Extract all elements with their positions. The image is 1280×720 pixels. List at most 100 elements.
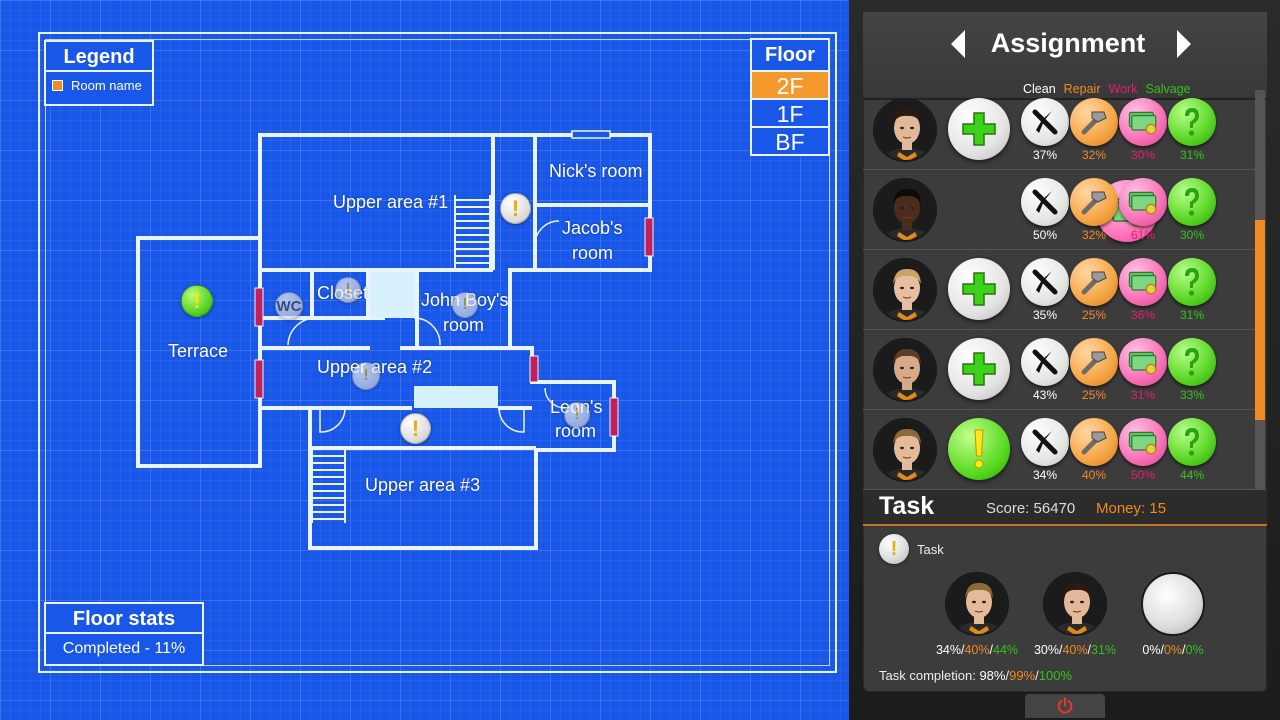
- category-work: Work: [1108, 82, 1138, 96]
- blueprint-map: Terrace Upper area #1 Nick's room Jacob'…: [0, 0, 849, 720]
- cleaned-marker-wc[interactable]: WC: [275, 292, 303, 320]
- floor-stats-box: Floor stats Completed - 11%: [44, 602, 204, 666]
- assign-plus-button[interactable]: [948, 338, 1010, 400]
- broom-icon: [1032, 429, 1058, 455]
- clean-skill-button[interactable]: [1021, 178, 1069, 226]
- work-skill-button[interactable]: [1119, 98, 1167, 146]
- marker-upper-area-2[interactable]: !: [352, 362, 380, 390]
- repair-skill-button[interactable]: [1070, 258, 1118, 306]
- task-assigned-button[interactable]: [948, 418, 1010, 480]
- work-skill-button[interactable]: [1119, 178, 1167, 226]
- question-icon: [1185, 188, 1199, 216]
- slot-clean-percent: 30%: [1033, 643, 1059, 657]
- clean-skill-button[interactable]: [1021, 98, 1069, 146]
- scrollbar-thumb[interactable]: [1255, 220, 1265, 420]
- category-clean: Clean: [1023, 82, 1056, 96]
- floor-button-2f[interactable]: 2F: [752, 70, 828, 99]
- money-display: Money: 15: [1096, 500, 1167, 517]
- money-icon: [1128, 111, 1157, 135]
- door-johnboy: [413, 317, 441, 346]
- assign-plus-button[interactable]: [948, 258, 1010, 320]
- salvage-skill-button[interactable]: [1168, 258, 1216, 306]
- task-marker-upper-area-3[interactable]: !: [400, 413, 431, 444]
- door-red-terrace-bottom: [254, 359, 264, 399]
- task-marker-icon: !: [879, 534, 909, 564]
- character-row: 35%25%36%31%: [863, 250, 1255, 330]
- floor-title: Floor: [765, 44, 815, 66]
- task-slot-character[interactable]: [945, 572, 1009, 636]
- work-skill-button[interactable]: [1119, 418, 1167, 466]
- room-label-jacobs-room-line2: room: [572, 243, 614, 263]
- category-salvage: Salvage: [1145, 82, 1191, 96]
- slot-salvage-percent: 31%: [1091, 643, 1117, 657]
- next-arrow-icon[interactable]: [1177, 30, 1191, 58]
- clean-skill-button[interactable]: [1021, 258, 1069, 306]
- money-icon: [1128, 431, 1157, 455]
- money-icon: [1128, 191, 1157, 215]
- room-label-upper-area-3: Upper area #3: [365, 475, 481, 495]
- character-avatar[interactable]: [873, 338, 937, 402]
- broom-icon: [1032, 109, 1058, 135]
- floor-button-bf[interactable]: BF: [752, 126, 828, 155]
- hammer-icon: [1081, 271, 1107, 295]
- plus-icon: [962, 272, 996, 306]
- door-jacob: [534, 220, 560, 246]
- completion-repair: 99%: [1009, 668, 1036, 683]
- repair-skill-button[interactable]: [1070, 338, 1118, 386]
- hall-highlight-bottom: [414, 386, 498, 408]
- task-slot-empty[interactable]: [1141, 572, 1205, 636]
- salvage-skill-button[interactable]: [1168, 98, 1216, 146]
- clean-skill-button[interactable]: [1021, 418, 1069, 466]
- character-list-scrollbar[interactable]: [1255, 90, 1265, 490]
- work-skill-button[interactable]: [1119, 338, 1167, 386]
- task-marker-upper-area-1[interactable]: !: [500, 193, 531, 224]
- power-button[interactable]: [1025, 694, 1105, 718]
- category-repair: Repair: [1063, 82, 1101, 96]
- task-slot-percentages: 0%/0%/0%: [1142, 643, 1204, 657]
- slot-salvage-percent: 44%: [993, 643, 1019, 657]
- stairs-upper: [454, 195, 491, 268]
- character-avatar[interactable]: [873, 98, 937, 162]
- work-percent: 30%: [1130, 148, 1156, 162]
- clean-percent: 35%: [1032, 308, 1058, 322]
- task-slot-character[interactable]: [1043, 572, 1107, 636]
- character-avatar[interactable]: [873, 418, 937, 482]
- marker-leons-room[interactable]: !: [564, 402, 590, 428]
- clean-percent: 34%: [1032, 468, 1058, 482]
- slot-salvage-percent: 0%: [1185, 643, 1204, 657]
- task-marker-terrace[interactable]: !: [181, 285, 213, 317]
- clean-percent: 50%: [1032, 228, 1058, 242]
- floor-button-1f[interactable]: 1F: [752, 98, 828, 127]
- legend-room-row: Room name: [46, 72, 152, 99]
- slot-repair-percent: 40%: [1062, 643, 1088, 657]
- repair-skill-button[interactable]: [1070, 98, 1118, 146]
- salvage-skill-button[interactable]: [1168, 418, 1216, 466]
- clean-skill-button[interactable]: [1021, 338, 1069, 386]
- character-row: 50%32%61%30%: [863, 170, 1255, 250]
- character-list: 37%32%30%31%50%32%61%30%35%25%36%31%43%2…: [863, 90, 1267, 490]
- hammer-icon: [1081, 431, 1107, 455]
- work-skill-button[interactable]: [1119, 258, 1167, 306]
- salvage-skill-button[interactable]: [1168, 338, 1216, 386]
- clean-percent: 43%: [1032, 388, 1058, 402]
- room-label-terrace: Terrace: [168, 341, 229, 361]
- floor-plan: [136, 130, 654, 550]
- marker-johnboys-room[interactable]: !: [452, 292, 478, 318]
- salvage-skill-button[interactable]: [1168, 178, 1216, 226]
- repair-skill-button[interactable]: [1070, 178, 1118, 226]
- task-slot-percentages: 34%/40%/44%: [935, 643, 1019, 657]
- character-avatar[interactable]: [873, 178, 937, 242]
- repair-skill-button[interactable]: [1070, 418, 1118, 466]
- salvage-percent: 31%: [1179, 308, 1205, 322]
- slot-clean-percent: 34%: [935, 643, 961, 657]
- assign-plus-button[interactable]: [948, 98, 1010, 160]
- marker-closet[interactable]: !: [335, 277, 361, 303]
- door-leon: [544, 387, 566, 409]
- salvage-percent: 30%: [1179, 228, 1205, 242]
- character-row: 37%32%30%31%: [863, 90, 1255, 170]
- plus-icon: [962, 352, 996, 386]
- floor-selector: Floor 2F 1F BF: [750, 38, 830, 156]
- prev-arrow-icon[interactable]: [951, 30, 965, 58]
- money-icon: [1128, 351, 1157, 375]
- character-avatar[interactable]: [873, 258, 937, 322]
